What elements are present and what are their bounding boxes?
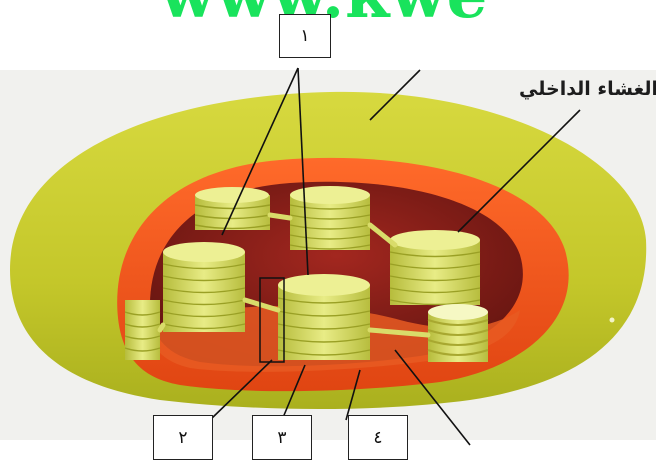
granum-back-left — [195, 187, 270, 230]
granum-right-back — [390, 230, 480, 305]
label-box-3: ٣ — [252, 415, 312, 460]
label-box-1: ١ — [279, 14, 331, 58]
label-box-2: ٢ — [153, 415, 213, 460]
granum-far-left — [125, 300, 160, 360]
highlight-spot — [610, 318, 615, 323]
inner-membrane-label: الغشاء الداخلي — [478, 78, 656, 100]
granum-center-front — [278, 274, 370, 360]
label-box-4: ٤ — [348, 415, 408, 460]
granum-left — [163, 242, 245, 332]
granum-right-front — [428, 304, 488, 362]
granum-back-center — [290, 186, 370, 250]
